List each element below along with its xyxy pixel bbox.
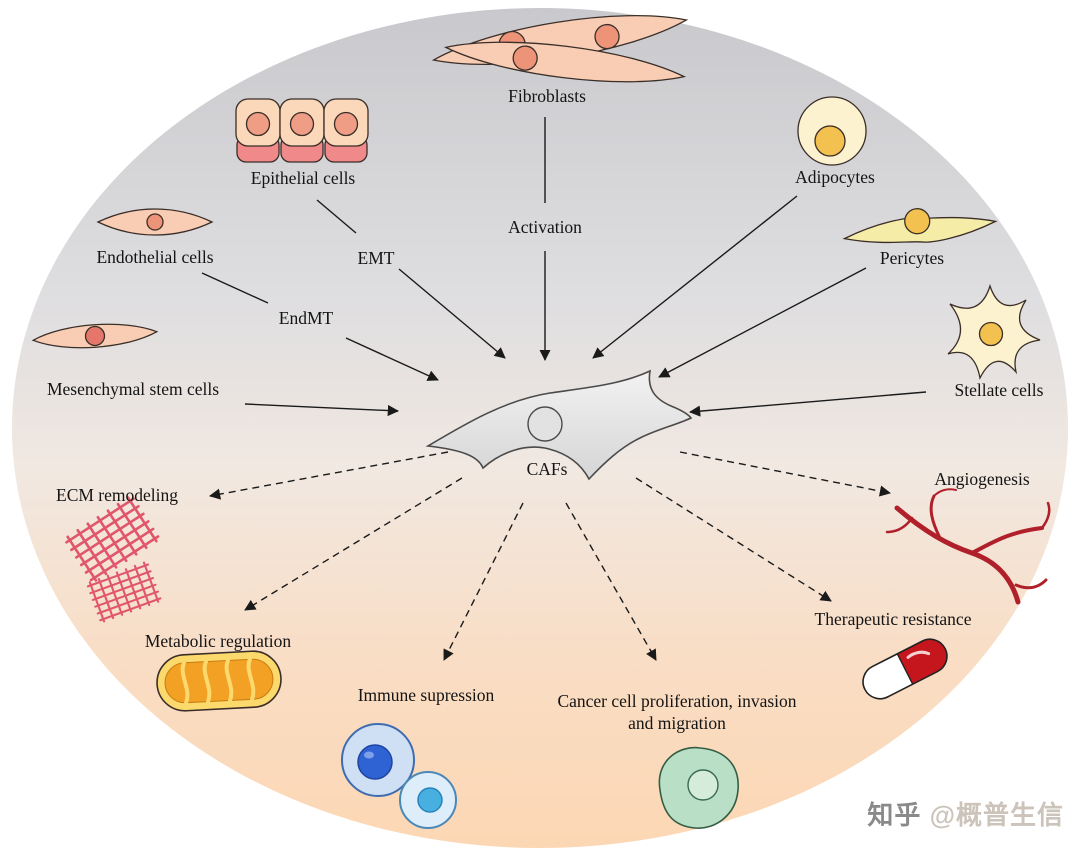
epithelial-cells-icon bbox=[235, 98, 369, 163]
label-endmt: EndMT bbox=[278, 308, 334, 328]
fibroblasts-icon bbox=[431, 15, 689, 83]
arrow-adipocytes-to-cafs bbox=[592, 195, 798, 359]
arrow-cafs-to-metabolic bbox=[244, 477, 463, 611]
endothelial-cell-icon bbox=[96, 208, 214, 236]
arrow-stellate-to-cafs bbox=[689, 391, 927, 417]
label-angiogenesis: Angiogenesis bbox=[934, 469, 1030, 489]
immune-cells-icon bbox=[341, 723, 457, 829]
label-msc: Mesenchymal stem cells bbox=[46, 379, 220, 399]
arrow-pericytes-to-cafs bbox=[658, 267, 867, 378]
function-arrows bbox=[209, 451, 891, 661]
label-pericytes: Pericytes bbox=[879, 248, 945, 268]
mesenchymal-stem-cell-icon bbox=[31, 323, 159, 349]
arrow-epithelial-to-cafs bbox=[398, 268, 506, 359]
capsule-icon bbox=[862, 638, 948, 700]
label-metabolic: Metabolic regulation bbox=[144, 631, 292, 651]
arrow-cafs-to-immune bbox=[443, 502, 524, 661]
arrow-endothelial-to-cafs bbox=[345, 337, 439, 381]
label-fibroblasts: Fibroblasts bbox=[508, 86, 586, 106]
label-adipocytes: Adipocytes bbox=[795, 167, 875, 187]
label-immune: Immune supression bbox=[357, 685, 495, 705]
adipocyte-icon bbox=[797, 96, 867, 166]
origin-arrows bbox=[201, 117, 927, 417]
arrow-epithelial-upper bbox=[316, 199, 357, 234]
arrow-endothelial-upper bbox=[201, 272, 269, 304]
watermark: 知乎 @概普生信 bbox=[867, 795, 1064, 832]
ecm-mesh-icon bbox=[65, 496, 162, 623]
label-epithelial: Epithelial cells bbox=[250, 168, 356, 188]
label-activation: Activation bbox=[508, 217, 582, 237]
arrow-msc-to-cafs bbox=[244, 403, 399, 417]
pericyte-icon bbox=[842, 208, 998, 244]
watermark-brand: 知乎 bbox=[867, 800, 922, 830]
arrow-cafs-to-ecm bbox=[209, 451, 449, 500]
stellate-cell-icon bbox=[947, 283, 1041, 381]
blood-vessels-icon bbox=[885, 488, 1051, 605]
label-cafs: CAFs bbox=[526, 459, 568, 479]
watermark-handle: @概普生信 bbox=[929, 800, 1064, 830]
label-stellate: Stellate cells bbox=[954, 380, 1044, 400]
label-emt: EMT bbox=[357, 248, 395, 268]
cancer-cell-icon bbox=[658, 746, 739, 829]
label-endothelial: Endothelial cells bbox=[96, 247, 214, 267]
label-ecm: ECM remodeling bbox=[56, 485, 178, 505]
arrow-cafs-to-cancer bbox=[565, 502, 657, 661]
label-therapeutic: Therapeutic resistance bbox=[814, 609, 972, 629]
arrow-cafs-to-therapeutic bbox=[635, 477, 832, 602]
label-cancer: Cancer cell proliferation, invasion and … bbox=[557, 691, 797, 733]
cafs-cell-icon bbox=[425, 369, 693, 481]
mitochondrion-icon bbox=[156, 650, 282, 712]
